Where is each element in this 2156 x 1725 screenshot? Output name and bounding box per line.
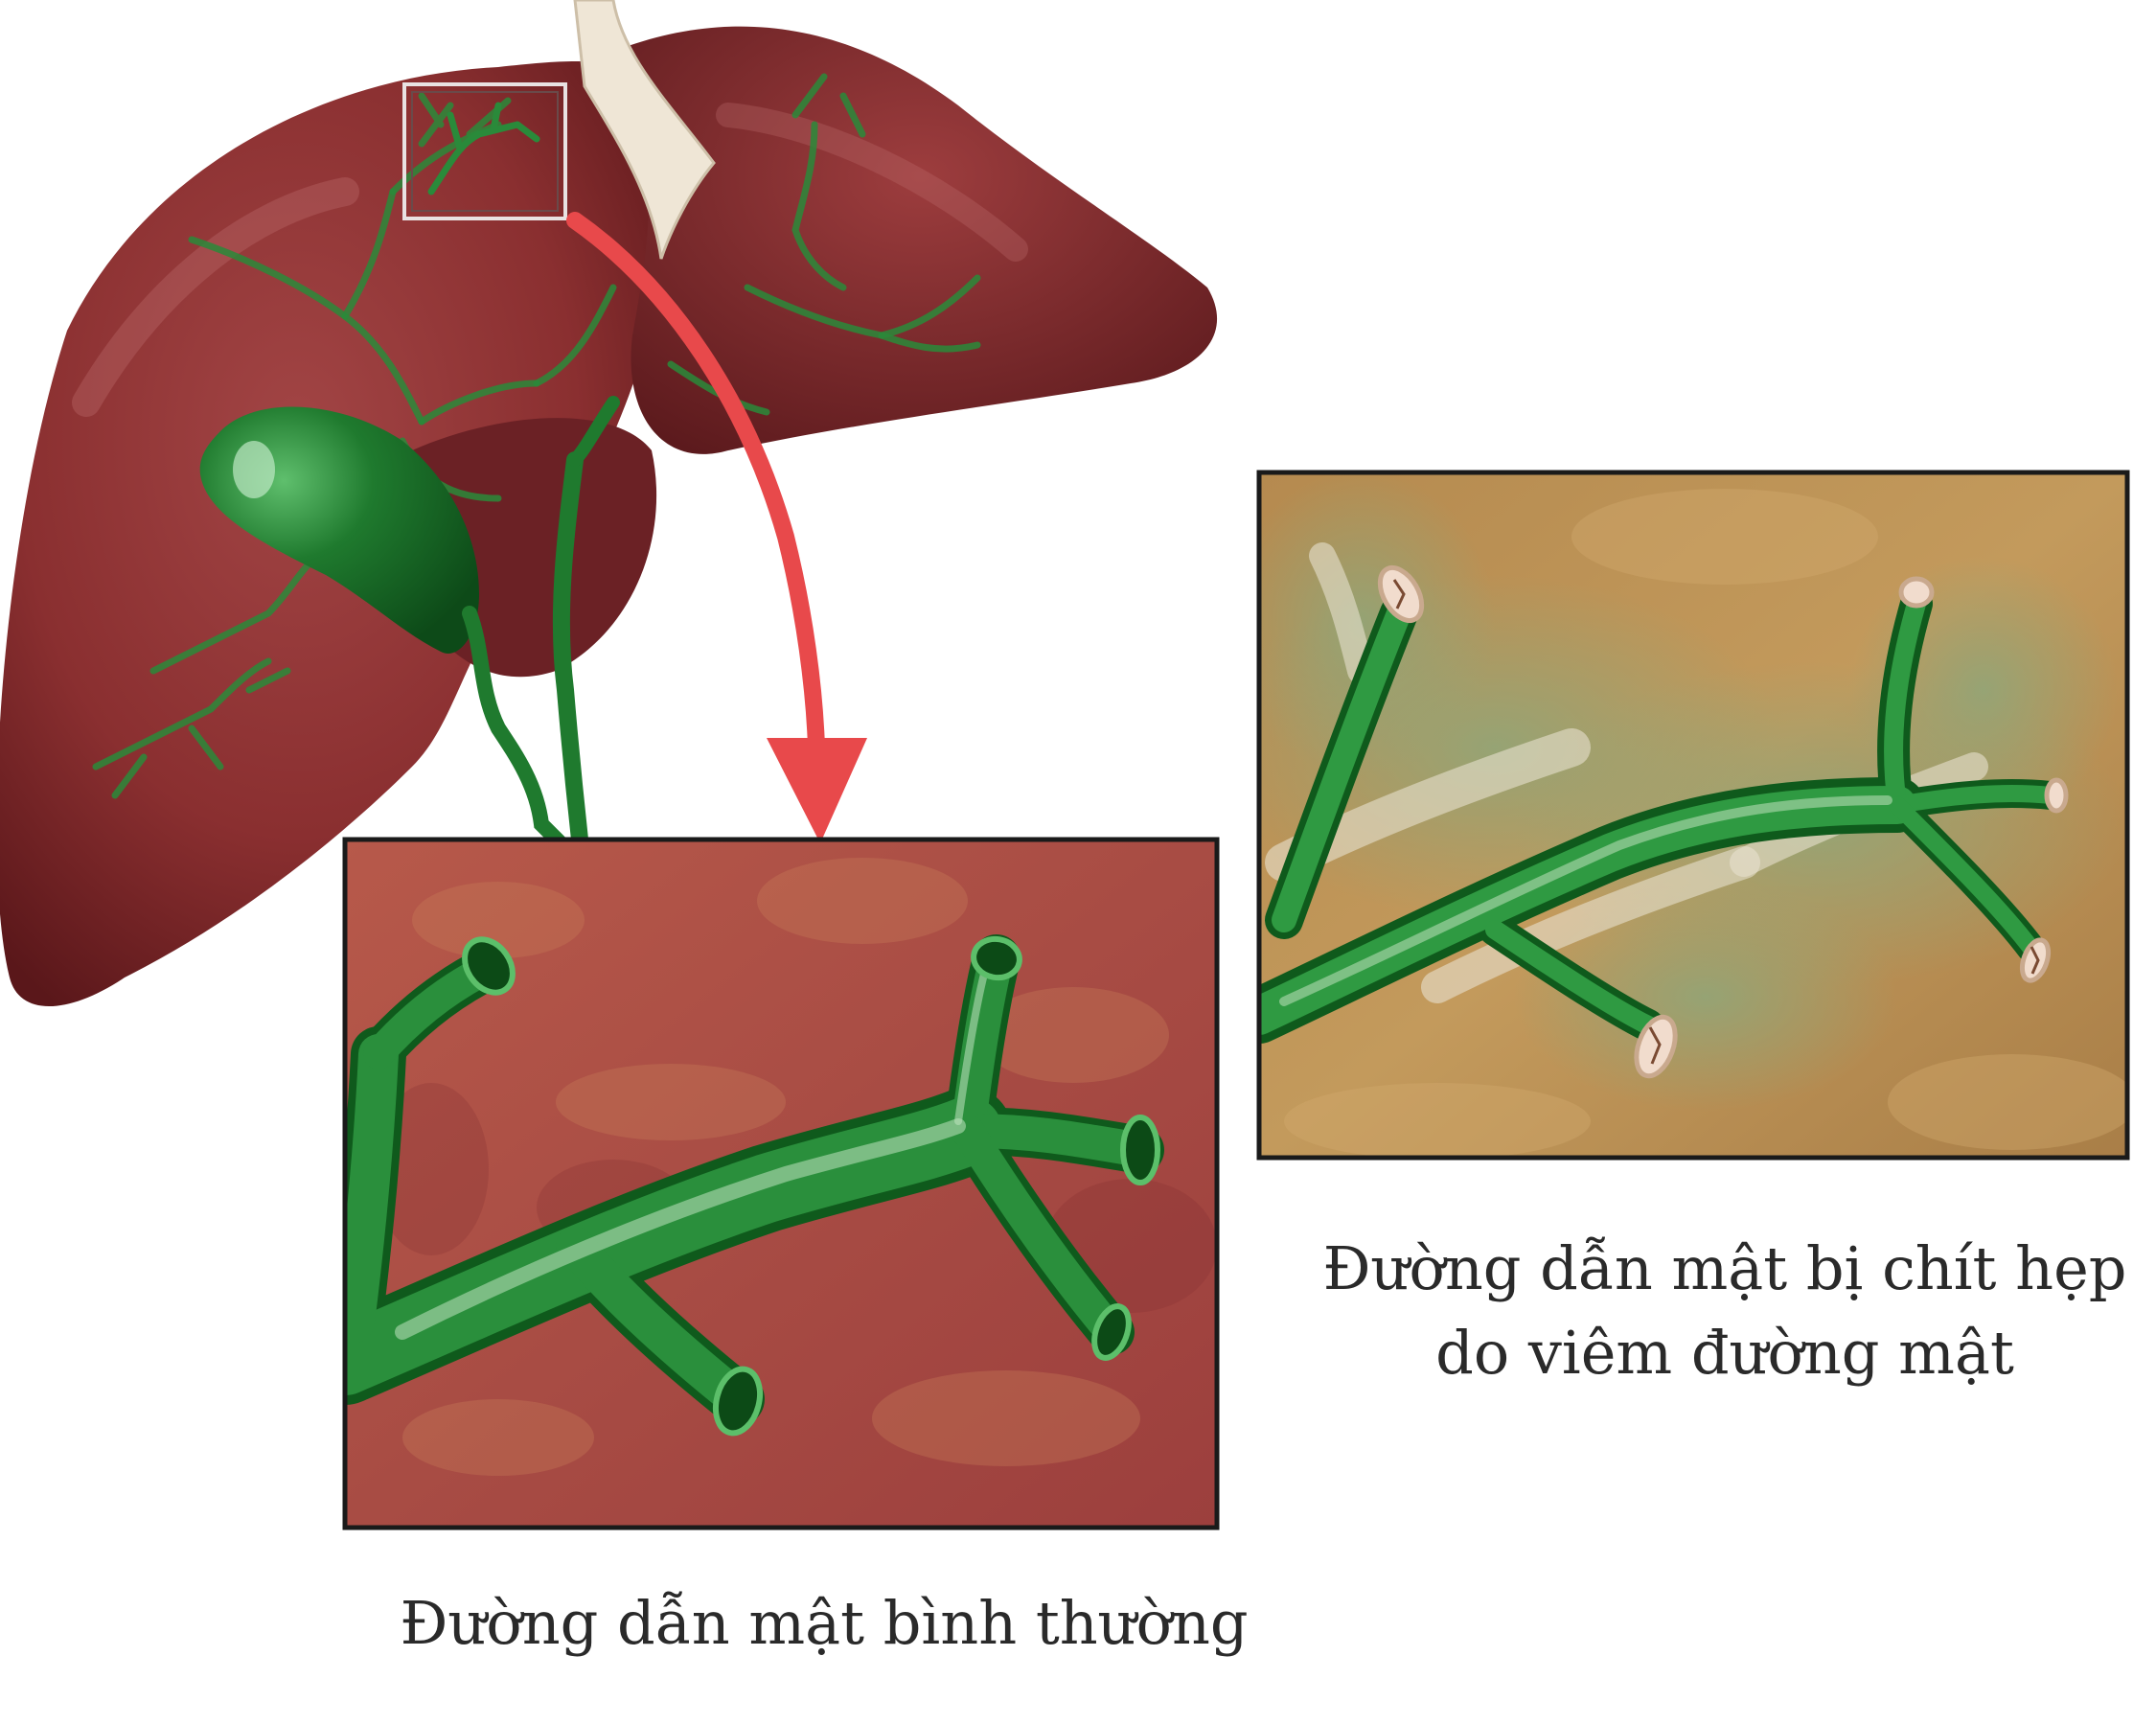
- liver: [0, 0, 1218, 1006]
- falciform-ligament: [573, 0, 716, 260]
- healthy-duct-panel: [342, 837, 1220, 1530]
- normal-duct-caption: Đường dẫn mật bình thường: [400, 1588, 1249, 1658]
- healthy-duct-openings: [462, 935, 1160, 1437]
- narrowed-duct-openings: [1377, 565, 2069, 1079]
- healthy-duct-tree: [345, 934, 1164, 1426]
- zoom-indicator: [402, 82, 567, 220]
- liver-left-lobe: [623, 26, 1218, 454]
- narrowed-caption-line2: do viêm đường mật: [1435, 1318, 2014, 1388]
- narrowed-duct-panel: [1256, 470, 2130, 1161]
- common-bile-duct: [462, 606, 568, 851]
- narrowed-duct-caption: Đường dẫn mật bị chít hẹp do viêm đường …: [1246, 1227, 2156, 1395]
- narrowed-caption-line1: Đường dẫn mật bị chít hẹp: [1322, 1233, 2127, 1303]
- narrowed-duct-tree: [1259, 587, 2065, 1044]
- zoom-arrow: [566, 212, 867, 843]
